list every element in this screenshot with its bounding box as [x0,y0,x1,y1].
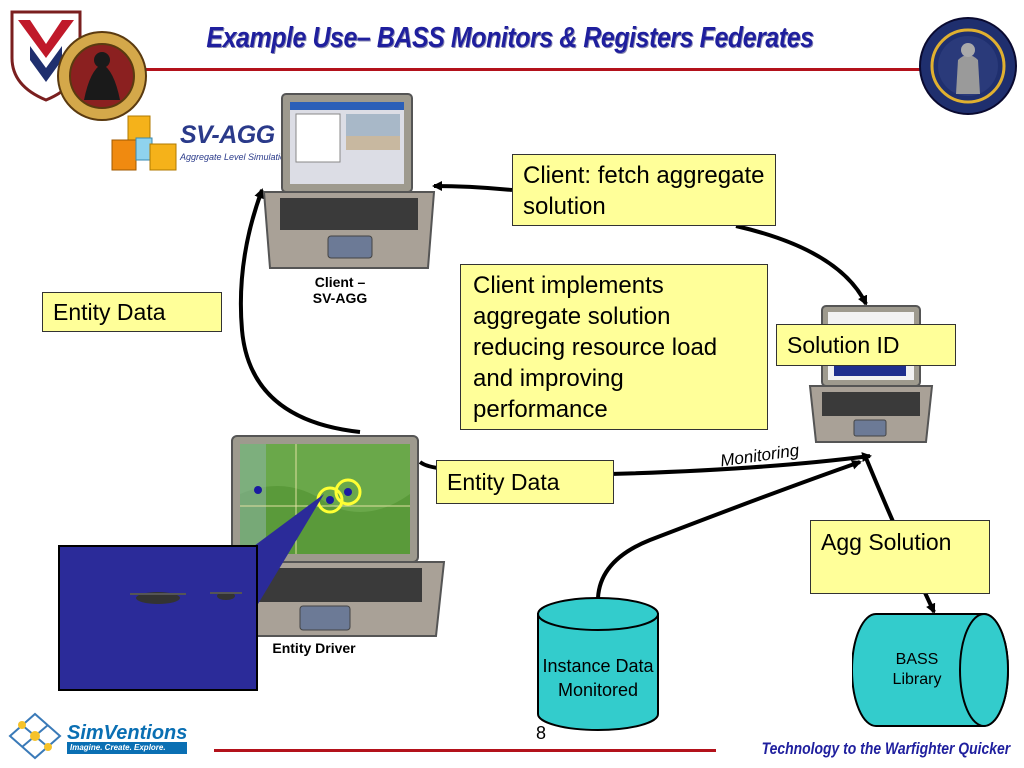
page-title: Example Use– BASS Monitors & Registers F… [206,22,814,54]
svagg-cube-logo [111,115,177,171]
footer-rule [214,749,716,752]
footer-tagline: Technology to the Warfighter Quicker [761,739,1010,758]
bass-library-cylinder [852,613,1009,727]
header-rule [80,68,920,71]
svagg-logo-title: SV-AGG [180,121,275,149]
instance-data-label: Instance Data Monitored [542,656,654,700]
entity-data-mid-box: Entity Data [436,460,614,504]
bass-library-label: BASS Library [872,650,962,690]
helicopter-zoom-inset [58,494,324,691]
client-laptop-caption: Client – SV-AGG [290,274,390,306]
client-implements-box: Client implements aggregate solution red… [460,264,768,430]
simventions-mesh-logo [8,712,62,760]
entity-driver-laptop-image [228,435,446,637]
center-emblem-logo [919,17,1017,115]
entity-data-left-box: Entity Data [42,292,222,332]
instance-data-cylinder [537,597,659,731]
bass-library-line-2: Library [892,671,942,688]
client-fetch-box: Client: fetch aggregate solution [512,154,776,226]
client-laptop-image [262,93,436,269]
page-number: 8 [536,723,547,743]
simventions-logo-name: SimVentions [67,722,188,744]
bass-library-line-1: BASS [895,651,939,668]
simventions-logo-tagline: Imagine. Create. Explore. Discover. [67,742,187,764]
svagg-logo-subtitle: Aggregate Level Simulation [180,152,291,162]
agg-solution-box: Agg Solution [810,520,990,594]
entity-driver-caption: Entity Driver [272,640,356,656]
client-caption-line-2: SV-AGG [312,290,368,306]
solution-id-box: Solution ID [776,324,956,366]
client-caption-line-1: Client – [314,274,366,290]
rdecom-seal-logo [57,31,147,121]
